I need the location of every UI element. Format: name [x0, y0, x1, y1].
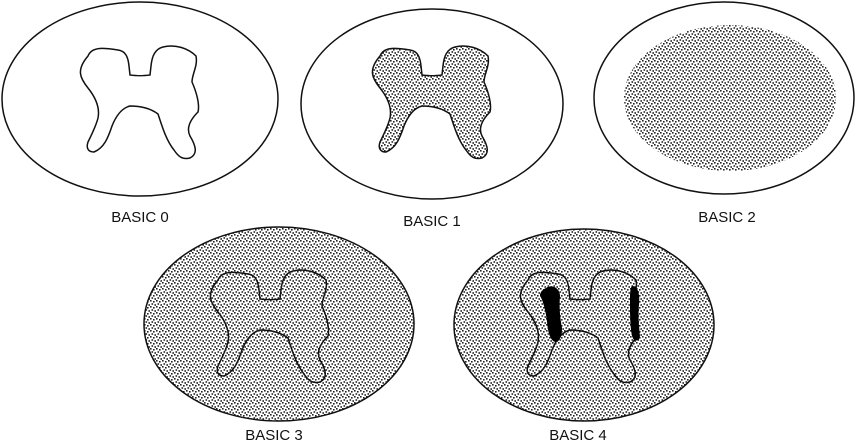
cord-shaded-basic-3 — [144, 227, 414, 421]
panel-label-basic-4: BASIC 4 — [549, 427, 607, 443]
cord-shaded-basic-4 — [454, 229, 714, 421]
panel-label-basic-3: BASIC 3 — [245, 427, 303, 443]
panel-label-basic-1: BASIC 1 — [403, 213, 461, 230]
panel-basic-4: BASIC 4 — [454, 229, 714, 443]
panel-basic-0: BASIC 0 — [2, 2, 278, 226]
panel-basic-3: BASIC 3 — [144, 227, 414, 443]
hemorrhage-right-basic-4 — [630, 286, 640, 341]
panel-label-basic-2: BASIC 2 — [698, 209, 756, 226]
panel-basic-2: BASIC 2 — [594, 2, 854, 226]
cord-outline-basic-0 — [2, 2, 278, 196]
central-oval-shaded-basic-2 — [624, 25, 836, 171]
panel-label-basic-0: BASIC 0 — [111, 209, 169, 226]
panel-basic-1: BASIC 1 — [301, 9, 563, 230]
